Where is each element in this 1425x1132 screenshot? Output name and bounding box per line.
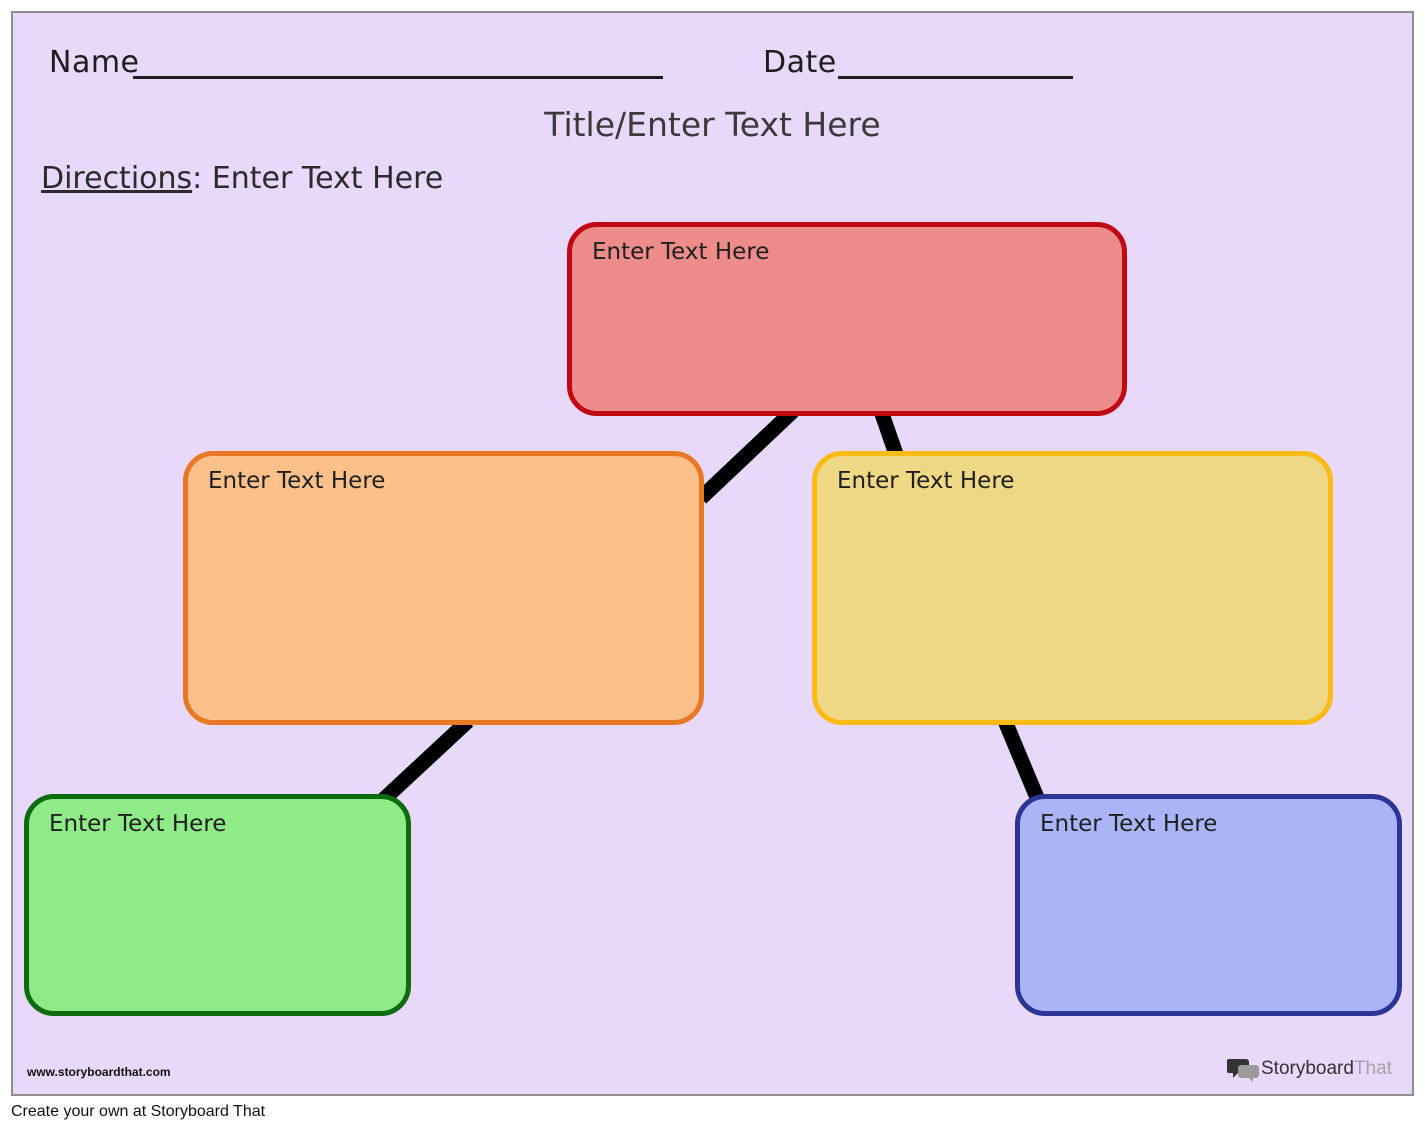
footer-link[interactable]: Create your own at Storyboard That — [11, 1103, 266, 1120]
text-box-bottom-left[interactable]: Enter Text Here — [24, 794, 411, 1016]
brand-name-storyboard: Storyboard — [1261, 1058, 1354, 1079]
text-box-bottom-right[interactable]: Enter Text Here — [1015, 794, 1402, 1016]
directions-text: Enter Text Here — [211, 161, 444, 196]
speech-bubbles-icon — [1227, 1059, 1259, 1082]
text-box-right-text[interactable]: Enter Text Here — [837, 468, 1015, 494]
page-title[interactable]: Title/Enter Text Here — [544, 105, 881, 144]
date-label: Date — [763, 45, 837, 80]
connector-top-left — [695, 405, 799, 504]
directions[interactable]: Directions: Enter Text Here — [41, 161, 443, 196]
site-url: www.storyboardthat.com — [27, 1065, 171, 1079]
directions-colon: : — [192, 161, 203, 196]
text-box-left-text[interactable]: Enter Text Here — [208, 468, 386, 494]
brand-name-that: That — [1353, 1058, 1392, 1079]
directions-label: Directions — [41, 161, 193, 196]
date-line[interactable] — [838, 76, 1073, 79]
text-box-right[interactable]: Enter Text Here — [812, 451, 1333, 725]
text-box-bottom-right-text[interactable]: Enter Text Here — [1040, 811, 1218, 837]
text-box-top[interactable]: Enter Text Here — [567, 222, 1127, 416]
connector-left-bottom — [377, 715, 474, 806]
text-box-bottom-left-text[interactable]: Enter Text Here — [49, 811, 227, 837]
text-box-top-text[interactable]: Enter Text Here — [592, 239, 770, 265]
name-label: Name — [49, 45, 140, 80]
worksheet: Name Date Title/Enter Text Here Directio… — [11, 11, 1414, 1096]
name-line[interactable] — [133, 76, 663, 79]
text-box-left[interactable]: Enter Text Here — [183, 451, 704, 725]
connector-top-right — [873, 408, 905, 460]
connector-lines — [377, 405, 1045, 806]
connector-right-bottom — [998, 718, 1045, 803]
